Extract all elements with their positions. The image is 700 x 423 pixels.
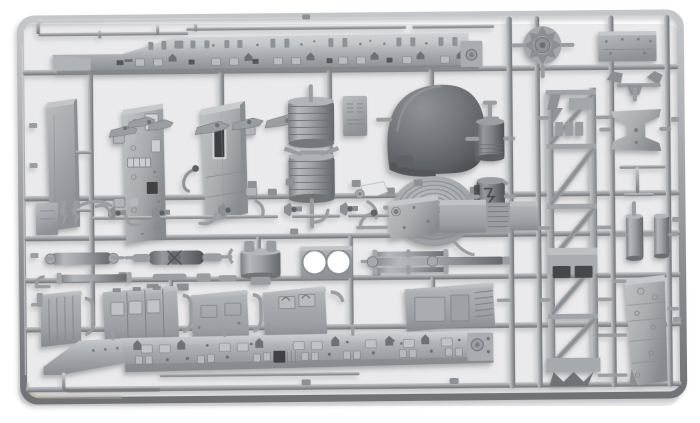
rod-cross-fittings — [107, 202, 358, 221]
misc-small-bits — [29, 116, 682, 322]
part-stowage-box-1 — [40, 290, 83, 347]
part-curved-handle — [182, 165, 199, 193]
part-bellows-upper — [287, 84, 335, 148]
row4-shafts — [34, 240, 463, 291]
canister-gates — [465, 136, 516, 199]
part-lower-hull-panel — [43, 330, 494, 375]
part-right-rods — [619, 164, 666, 197]
girder-gates — [537, 115, 613, 302]
part-lattice-girder — [545, 87, 601, 387]
ibeam-gates — [599, 126, 672, 132]
part-engine-deck — [387, 195, 539, 240]
part-ladder-frame — [372, 249, 449, 275]
part-upper-hull-panel — [52, 32, 483, 75]
part-twin-rings — [300, 245, 353, 279]
part-stowage-box-3 — [190, 289, 250, 346]
part-right-cylinder-b — [653, 213, 670, 259]
part-flat-plate-left — [46, 98, 81, 231]
part-turret-dome — [387, 84, 486, 177]
part-i-beam — [611, 109, 662, 152]
part-tall-side-plate — [624, 274, 668, 386]
part-equipment-block — [404, 282, 496, 332]
part-grille-plate — [342, 95, 368, 137]
sprocket-gates — [511, 42, 575, 79]
gate-plate-left — [75, 150, 92, 213]
girder-top-fitting — [547, 93, 594, 137]
tall-plate-gates — [597, 279, 679, 378]
part-right-cylinder-a — [625, 201, 644, 261]
part-tool-arms — [108, 114, 300, 138]
hull-panel-end-boss — [460, 40, 483, 67]
part-curved-clip — [484, 177, 509, 187]
lower-hull-support-bars — [61, 325, 362, 393]
hull-panel-support-bars — [36, 18, 495, 39]
sprue-outer-frame — [16, 9, 688, 405]
part-stowage-box-2 — [102, 285, 180, 347]
bellows-gates — [283, 146, 340, 157]
part-stowage-box-4 — [262, 286, 328, 341]
girder-bottom-foot — [546, 357, 601, 387]
row3-small-parts — [35, 199, 393, 235]
part-long-shaft-right — [366, 255, 511, 268]
part-sprocket-star — [523, 26, 562, 65]
girder-mid-block — [547, 247, 598, 279]
right-cylinder-gates — [615, 232, 679, 237]
engine-deck-gates — [356, 209, 389, 230]
part-canister-upper — [476, 100, 505, 162]
sprue-tree — [16, 9, 688, 405]
lower-hull-end-boss — [467, 332, 494, 361]
part-rect-plate-topright — [598, 31, 657, 62]
part-drum-flanged — [240, 240, 281, 285]
part-axle-bracket — [606, 71, 663, 102]
